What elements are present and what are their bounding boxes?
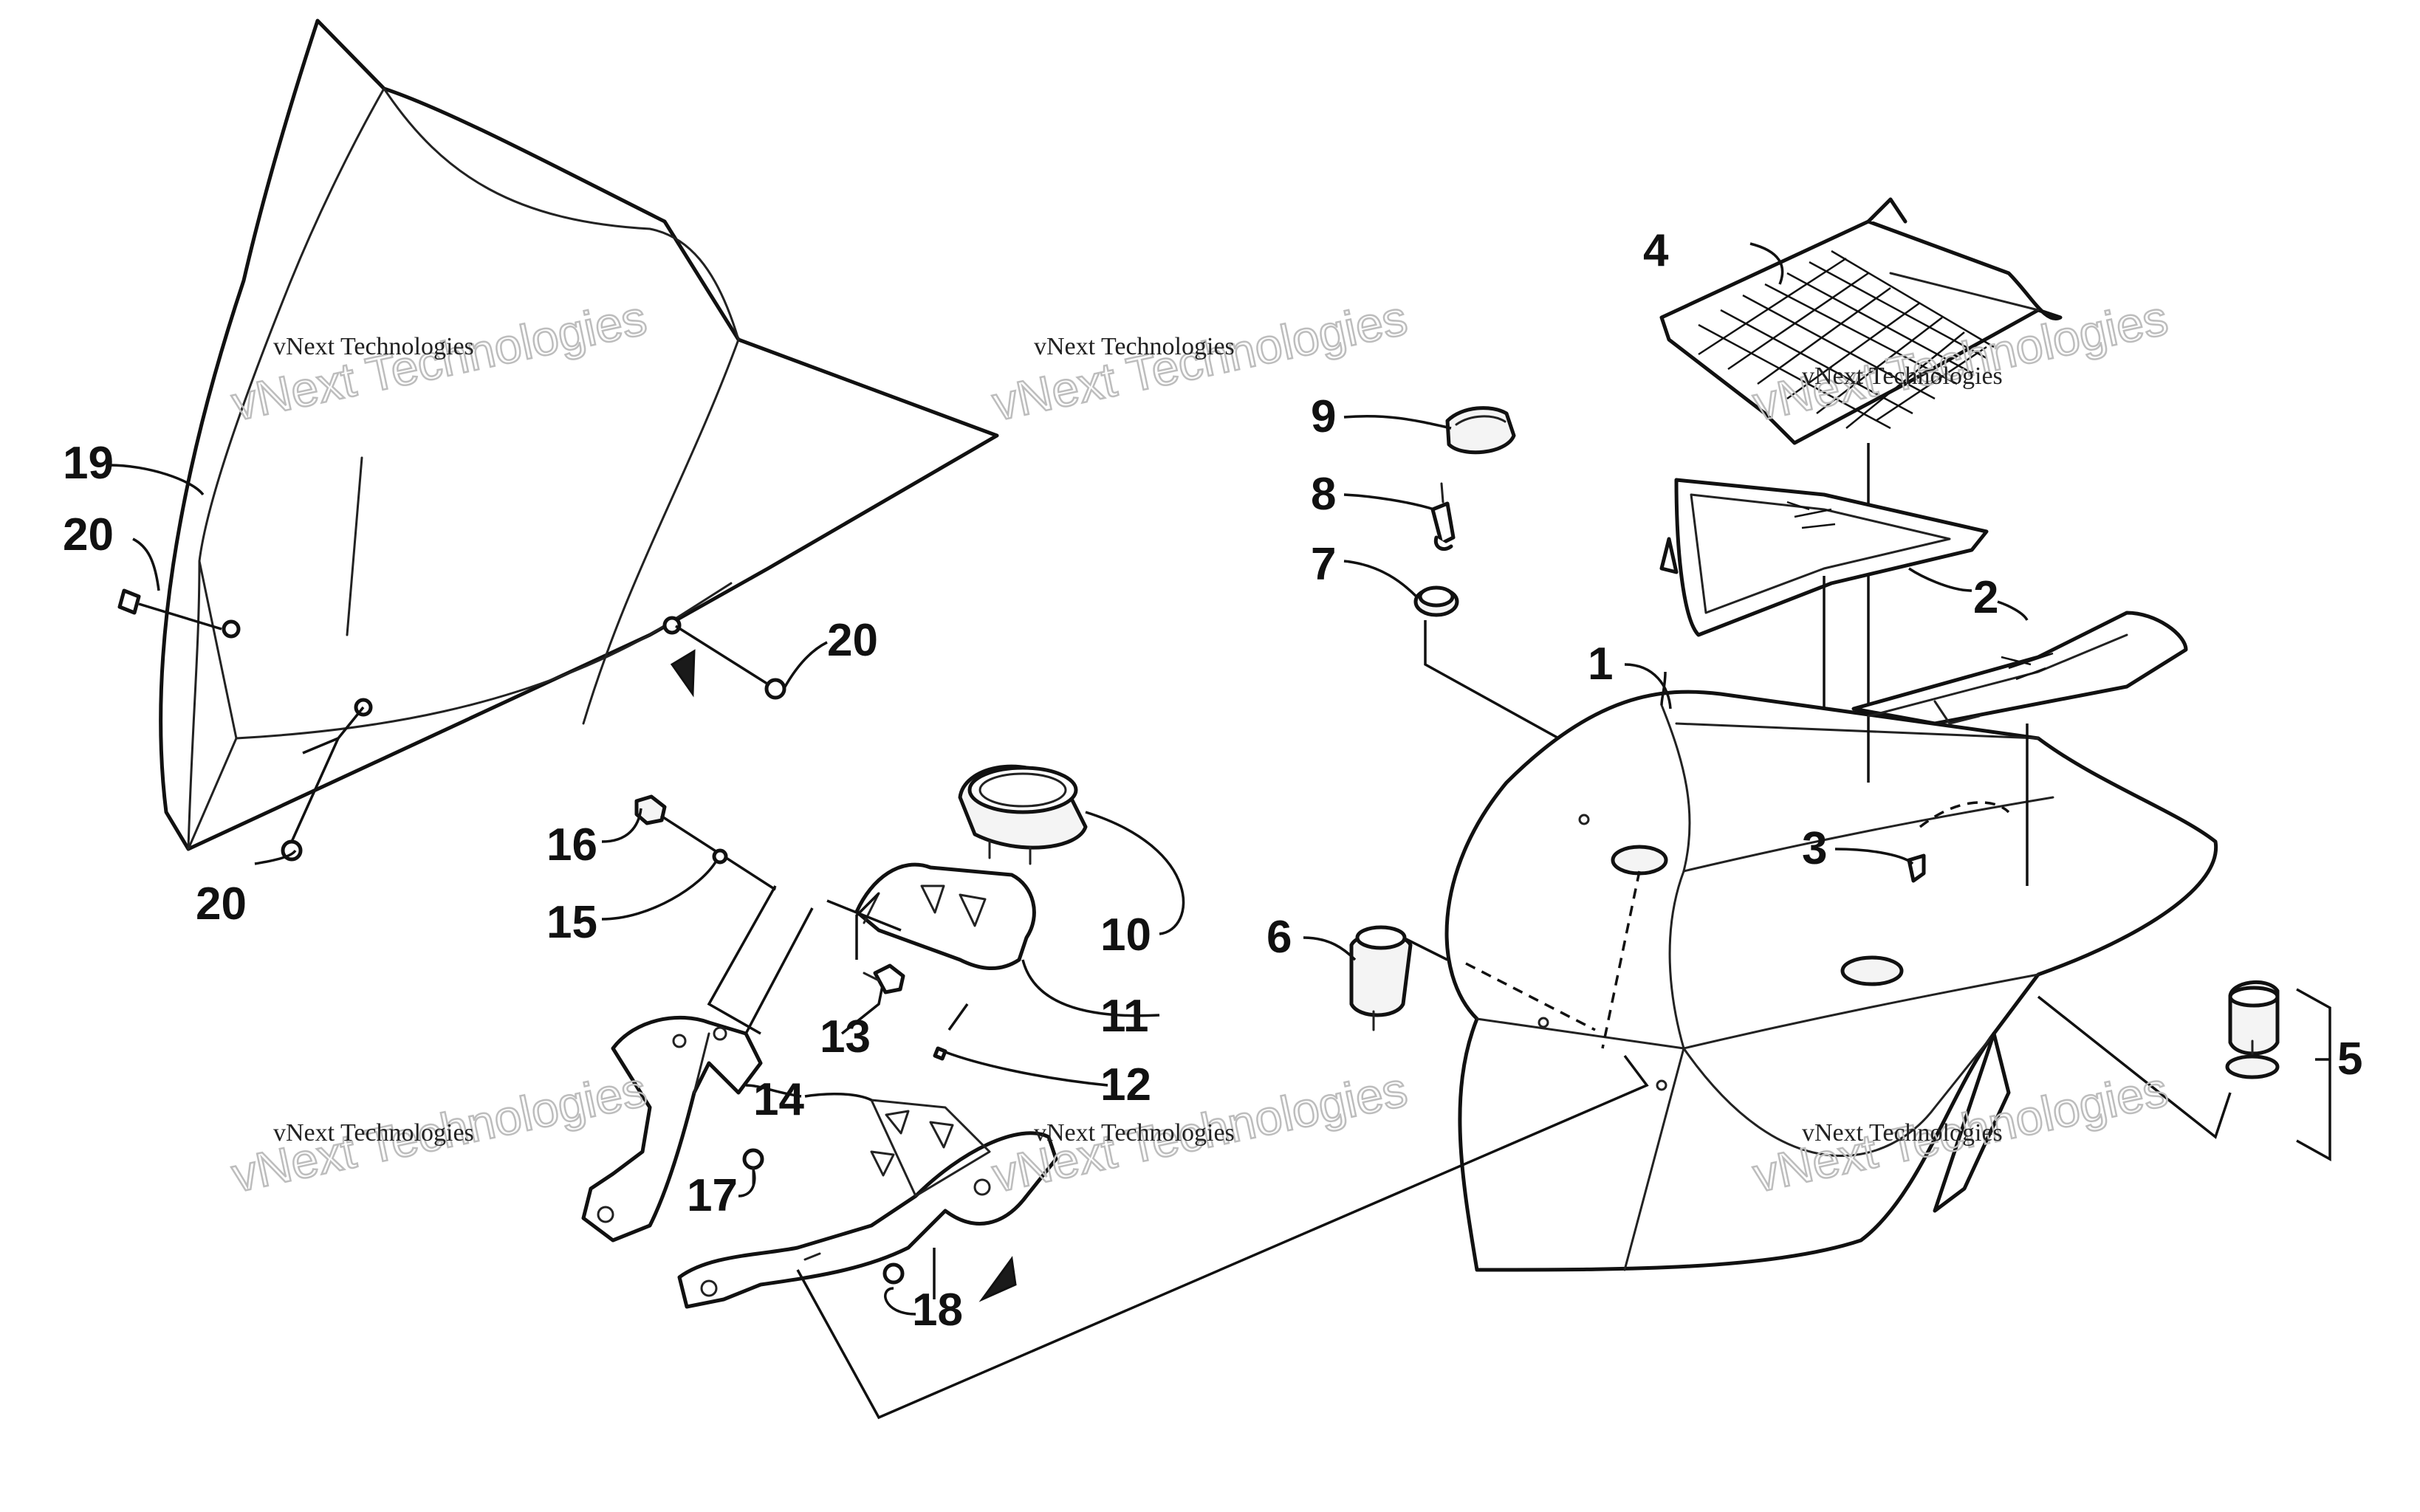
side-panel-right [1851,611,2188,726]
watermark-5: vNext Technologies vNext Technologies [987,1060,1413,1203]
key-cap-9 [1445,406,1516,455]
leader-bracket-hood [796,1054,1649,1420]
mount-bracket-right [677,1099,1058,1309]
storage-tray [1659,197,2063,445]
key-8 [1430,482,1456,551]
svg-text:vNext Technologies: vNext Technologies [1802,362,2003,390]
arrow-marker-icon [670,649,696,698]
screw-20-right [675,625,828,700]
callout-3: 3 [1802,823,1827,874]
callout-20-right: 20 [827,615,878,666]
leader-1 [1660,671,1667,706]
svg-text:vNext Technologies: vNext Technologies [273,333,474,360]
callout-9: 9 [1311,391,1336,442]
watermark-2: vNext Technologies vNext Technologies [987,289,1413,432]
callout-20-left: 20 [63,509,114,560]
callout-15: 15 [546,897,597,948]
callout-leaders [109,242,2330,1316]
screw-3 [1907,801,2010,883]
pin-12 [933,1003,969,1061]
svg-text:vNext Technologies: vNext Technologies [1034,333,1235,360]
callout-13: 13 [820,1011,871,1062]
callout-19: 19 [63,438,114,489]
mount-bracket-left [581,1015,763,1243]
callout-17: 17 [687,1170,738,1221]
hood [1444,690,2218,1272]
arrow-marker-icon [978,1256,1017,1302]
svg-text:vNext Technologies: vNext Technologies [988,290,1412,431]
callout-16: 16 [546,819,597,870]
watermark-4: vNext Technologies vNext Technologies [226,1060,652,1203]
callout-12: 12 [1100,1059,1151,1110]
nut-7 [1413,585,1633,780]
washer-15 [707,848,777,1035]
switch-6 [1349,925,1448,1031]
screw-17 [742,1148,764,1187]
callout-8: 8 [1311,469,1336,520]
gauge [958,764,1088,865]
callout-5: 5 [2337,1034,2362,1085]
windshield [159,18,999,851]
callout-10: 10 [1100,910,1151,961]
gauge-bracket [854,862,1036,971]
svg-text:vNext Technologies: vNext Technologies [1802,1119,2003,1147]
callout-11: 11 [1100,991,1149,1042]
callout-2: 2 [1973,572,1998,623]
callout-4: 4 [1643,225,1669,276]
callout-6: 6 [1266,912,1292,963]
svg-text:vNext Technologies: vNext Technologies [1034,1119,1235,1147]
callout-20-bottom: 20 [196,879,247,929]
callout-7: 7 [1311,539,1336,590]
power-outlet-5 [2037,980,2331,1161]
callout-14: 14 [753,1074,804,1125]
tray-mesh [1698,250,1995,430]
callout-18: 18 [912,1285,963,1336]
callout-1: 1 [1588,639,1613,690]
svg-text:vNext Technologies: vNext Technologies [273,1119,474,1147]
nut-18 [882,1248,936,1299]
callout-labels: 19 20 20 20 16 15 10 11 13 12 14 17 18 9… [63,225,2362,1336]
side-panel-left [1659,478,1989,637]
leader-bracket [744,907,814,1034]
leader-bracket-2 [826,899,902,932]
screw-20-left [117,588,222,630]
